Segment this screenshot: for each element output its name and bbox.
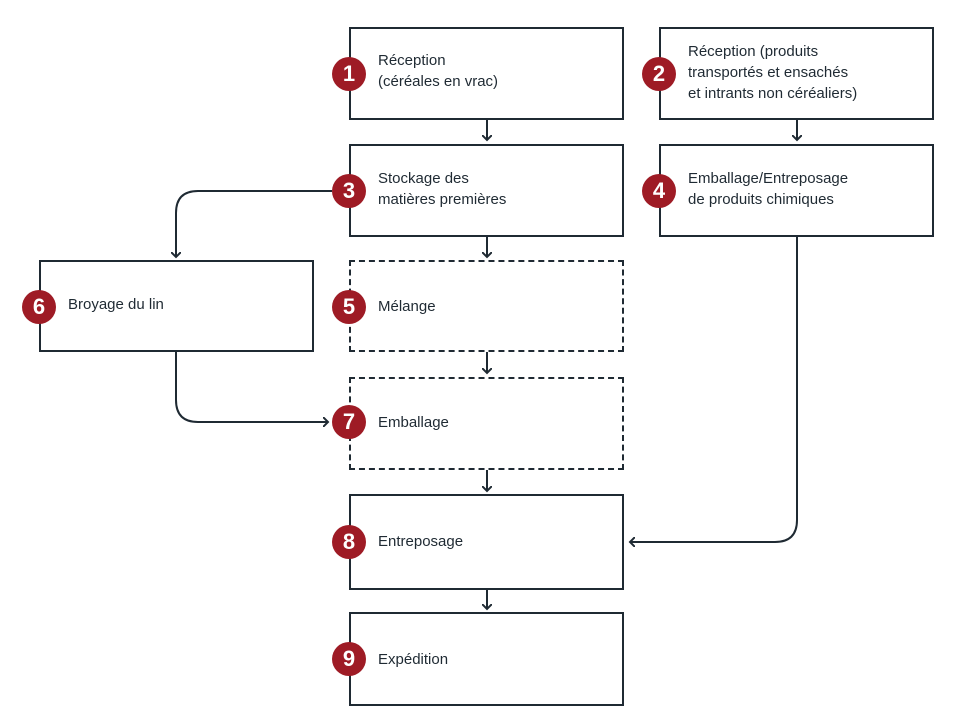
arrow-3-to-6 — [176, 190, 332, 257]
step-1-badge: 1 — [332, 57, 366, 91]
step-6-badge: 6 — [22, 290, 56, 324]
step-4-badge: 4 — [642, 174, 676, 208]
step-7-badge: 7 — [332, 405, 366, 439]
step-9-badge: 9 — [332, 642, 366, 676]
arrow-4-to-8 — [630, 237, 798, 542]
step-8-badge: 8 — [332, 525, 366, 559]
step-3-label: Stockage des matières premières — [378, 170, 507, 208]
step-5-badge: 5 — [332, 290, 366, 324]
step-8-box — [349, 494, 624, 590]
step-6-box — [39, 260, 314, 352]
step-2-label: Réception (produits transportés et ensac… — [688, 43, 858, 102]
step-9-box — [349, 612, 624, 706]
arrow-6-to-7 — [175, 352, 328, 422]
step-7-box — [349, 377, 624, 470]
step-1-box — [349, 27, 624, 120]
step-9-label: Expédition — [378, 651, 449, 668]
step-2-badge: 2 — [642, 57, 676, 91]
step-1-label: Réception (céréales en vrac) — [378, 52, 499, 90]
step-6-label: Broyage du lin — [68, 296, 164, 313]
step-3-badge: 3 — [332, 174, 366, 208]
step-4-label: Emballage/Entreposage de produits chimiq… — [688, 170, 849, 208]
step-7-label: Emballage — [378, 414, 449, 431]
step-5-label: Mélange — [378, 298, 436, 315]
step-8-label: Entreposage — [378, 533, 464, 550]
